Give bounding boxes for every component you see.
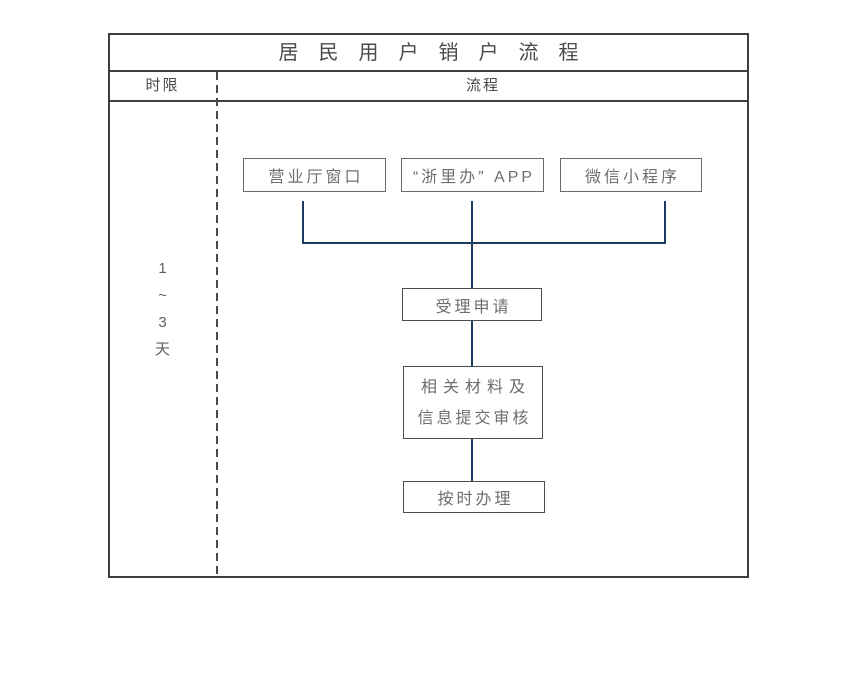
time-limit-line-3: 3 <box>158 314 167 331</box>
connector-center-vertical <box>471 201 473 289</box>
step-box-handle-on-time-label: 按时办理 <box>437 491 514 508</box>
step-box-materials-review: 相关材料及 信息提交审核 <box>403 366 543 439</box>
channel-box-zheliban-app-label: “浙里办” APP <box>412 169 536 186</box>
connector-horizontal-merge <box>302 242 666 244</box>
title-divider-line <box>108 70 749 72</box>
time-limit-value: 1 ~ 3 天 <box>108 255 217 363</box>
column-header-process: 流程 <box>465 77 500 94</box>
channel-box-service-hall-label: 营业厅窗口 <box>268 169 364 186</box>
column-header-time-limit: 时限 <box>145 77 180 94</box>
step-box-materials-review-line1: 相关材料及 <box>420 378 531 396</box>
channel-box-zheliban-app: “浙里办” APP <box>401 158 544 192</box>
channel-box-service-hall: 营业厅窗口 <box>243 158 386 192</box>
diagram-title: 居民用户销户流程 <box>278 42 599 64</box>
column-divider-dashed-line <box>216 72 218 576</box>
step-box-accept-application-label: 受理申请 <box>435 298 512 316</box>
connector-right-vertical <box>664 201 666 243</box>
step-box-accept-application: 受理申请 <box>402 288 542 321</box>
connector-accept-to-review <box>471 320 473 367</box>
step-box-materials-review-line2: 信息提交审核 <box>417 409 532 427</box>
time-limit-line-day: 天 <box>154 341 170 358</box>
channel-box-wechat-miniprogram-label: 微信小程序 <box>584 169 680 186</box>
time-limit-line-1: 1 <box>158 260 167 277</box>
time-limit-line-tilde: ~ <box>158 287 167 304</box>
step-box-handle-on-time: 按时办理 <box>403 481 545 513</box>
channel-box-wechat-miniprogram: 微信小程序 <box>560 158 702 192</box>
header-divider-line <box>108 100 749 102</box>
connector-left-vertical <box>302 201 304 243</box>
connector-review-to-handle <box>471 438 473 482</box>
